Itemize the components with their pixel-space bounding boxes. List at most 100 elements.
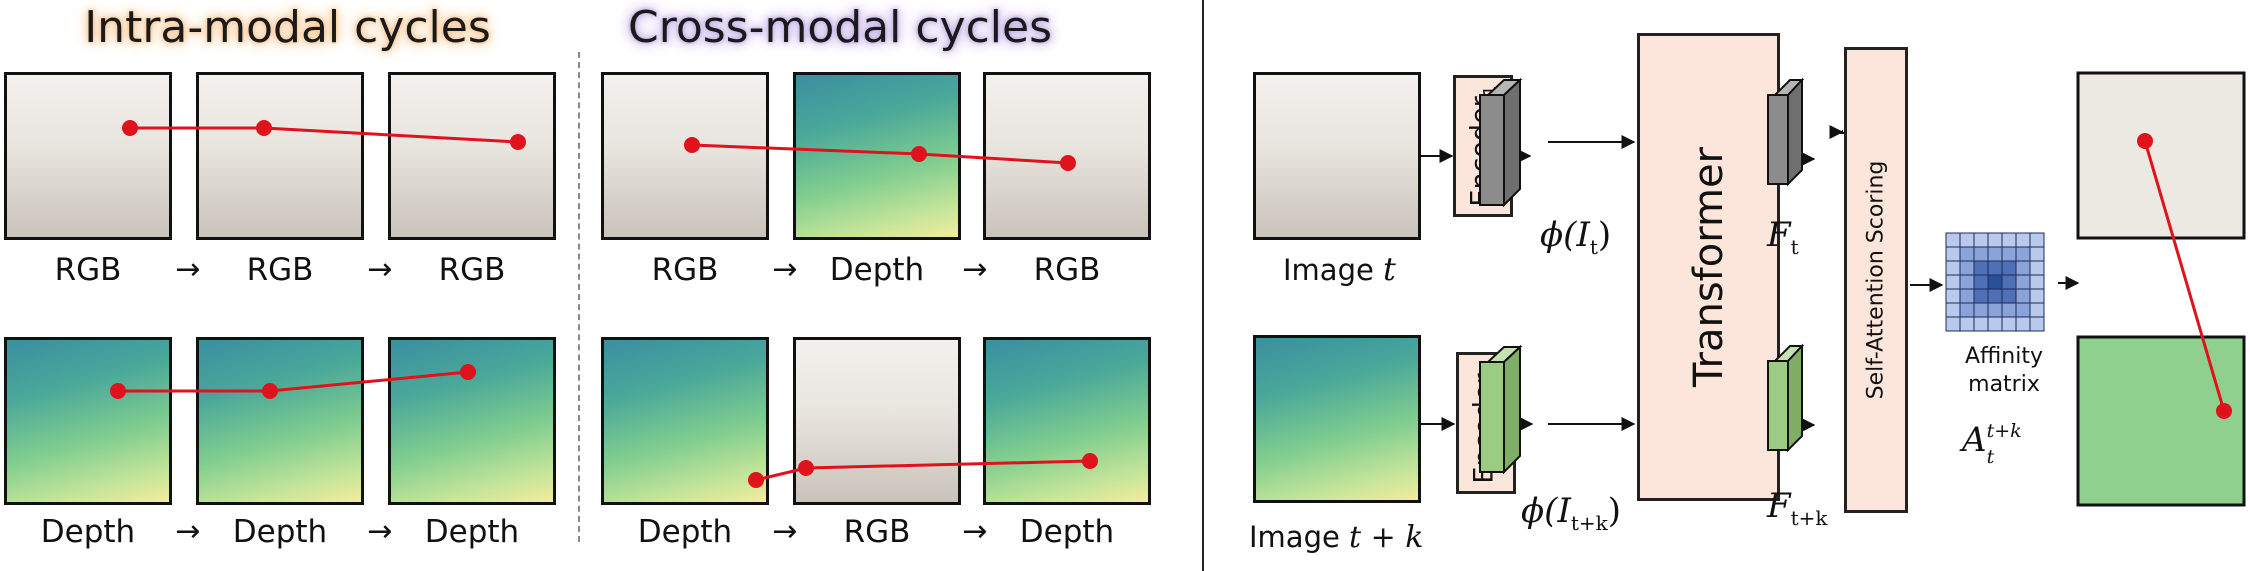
cross-bottom-label-1: Depth — [637, 514, 733, 550]
intra-bottom-label-2: Depth — [232, 514, 328, 550]
affinity-cell — [2001, 246, 2017, 262]
output-image-tk — [2076, 335, 2246, 507]
keypoint — [748, 472, 764, 488]
affinity-cell — [1959, 288, 1975, 304]
affinity-cell — [1987, 246, 2003, 262]
correspondence-line — [2143, 140, 2226, 412]
arrow-glyph: → — [772, 252, 798, 287]
affinity-cell — [2015, 316, 2031, 332]
intra-rgb-track — [130, 126, 519, 144]
affinity-cell — [2015, 302, 2031, 318]
pipeline-graphics — [1421, 71, 2246, 507]
affinity-cell — [1945, 302, 1961, 318]
affinity-cell — [1973, 288, 1989, 304]
section-divider-solid — [1202, 0, 1204, 571]
cross-top-track — [691, 143, 1069, 165]
intra-top-panel-2 — [196, 72, 364, 240]
affinity-cell — [1987, 260, 2003, 276]
feature-f-t — [1767, 77, 1805, 187]
image-t-caption: Image t — [1283, 250, 1396, 288]
feature-phi-tk — [1479, 344, 1523, 475]
affinity-cell — [1945, 232, 1961, 248]
affinity-cell — [1973, 316, 1989, 332]
image-t-k-caption: Image t + k — [1249, 520, 1424, 555]
arrow-glyph: → — [772, 514, 798, 549]
feature-f-tk — [1767, 343, 1805, 453]
feature-phi-t — [1479, 77, 1523, 208]
affinity-cell — [2001, 302, 2017, 318]
affinity-cell — [1973, 260, 1989, 276]
keypoint — [2216, 403, 2232, 419]
cross-bottom-panel-1 — [601, 337, 769, 505]
arrow-glyph: → — [175, 252, 201, 287]
arrow-glyph: → — [367, 252, 393, 287]
intra-bottom-panel-3 — [388, 337, 556, 505]
affinity-cell — [2029, 288, 2045, 304]
intra-bottom-panel-1 — [4, 337, 172, 505]
affinity-cell — [1973, 232, 1989, 248]
transformer-box: Transformer — [1637, 33, 1780, 501]
arrow-glyph: → — [962, 514, 988, 549]
affinity-cell — [1945, 260, 1961, 276]
arrow-glyph: → — [367, 514, 393, 549]
f-tk-label: Ft+k — [1767, 486, 1828, 530]
affinity-cell — [1959, 232, 1975, 248]
affinity-cell — [1973, 246, 1989, 262]
affinity-symbol: A t+k t — [1962, 420, 2022, 468]
affinity-cell — [1945, 274, 1961, 290]
intra-modal-heading: Intra-modal cycles — [84, 2, 491, 53]
keypoint — [1060, 155, 1076, 171]
affinity-cell — [2015, 232, 2031, 248]
input-image-t — [1253, 72, 1421, 240]
arrow-glyph: → — [175, 514, 201, 549]
keypoint — [460, 364, 476, 380]
affinity-cell — [2029, 302, 2045, 318]
affinity-caption: Affinity matrix — [1964, 344, 2044, 397]
affinity-cell — [1959, 274, 1975, 290]
cross-top-label-1: RGB — [651, 252, 719, 288]
cross-bottom-panel-3 — [983, 337, 1151, 505]
keypoint — [798, 460, 814, 476]
affinity-cell — [1987, 316, 2003, 332]
output-image-t — [2076, 71, 2246, 240]
cross-top-label-3: RGB — [1033, 252, 1101, 288]
phi-tk-label: ϕ(It+k) — [1521, 491, 1622, 535]
keypoint — [110, 383, 126, 399]
intra-top-label-2: RGB — [246, 252, 314, 288]
affinity-cell — [1987, 288, 2003, 304]
affinity-cell — [2015, 274, 2031, 290]
affinity-cell — [1959, 246, 1975, 262]
cross-bottom-label-2: RGB — [843, 514, 911, 550]
affinity-cell — [1959, 316, 1975, 332]
intra-top-label-3: RGB — [438, 252, 506, 288]
affinity-cell — [1959, 302, 1975, 318]
phi-t-label: ϕ(It) — [1540, 215, 1612, 259]
affinity-cell — [1945, 316, 1961, 332]
keypoint — [684, 137, 700, 153]
intra-bottom-panel-2 — [196, 337, 364, 505]
keypoint — [2137, 133, 2153, 149]
affinity-cell — [2015, 260, 2031, 276]
self-attention-scoring-box: Self-Attention Scoring — [1844, 47, 1908, 513]
affinity-cell — [1959, 260, 1975, 276]
section-divider-dashed — [578, 52, 580, 542]
intra-top-label-1: RGB — [54, 252, 122, 288]
affinity-cell — [1973, 302, 1989, 318]
cross-top-panel-1 — [601, 72, 769, 240]
affinity-cell — [1973, 274, 1989, 290]
affinity-cell — [2015, 288, 2031, 304]
cross-modal-heading: Cross-modal cycles — [627, 2, 1052, 53]
input-image-t-k — [1253, 335, 1421, 503]
cross-top-label-2: Depth — [829, 252, 925, 288]
intra-top-panel-3 — [388, 72, 556, 240]
keypoint — [1082, 453, 1098, 469]
affinity-cell — [2029, 246, 2045, 262]
cross-bottom-label-3: Depth — [1019, 514, 1115, 550]
affinity-matrix — [1945, 232, 2045, 332]
keypoint — [262, 383, 278, 399]
affinity-cell — [2029, 316, 2045, 332]
affinity-cell — [1945, 288, 1961, 304]
f-t-label: Ft — [1767, 215, 1799, 259]
affinity-cell — [2029, 260, 2045, 276]
